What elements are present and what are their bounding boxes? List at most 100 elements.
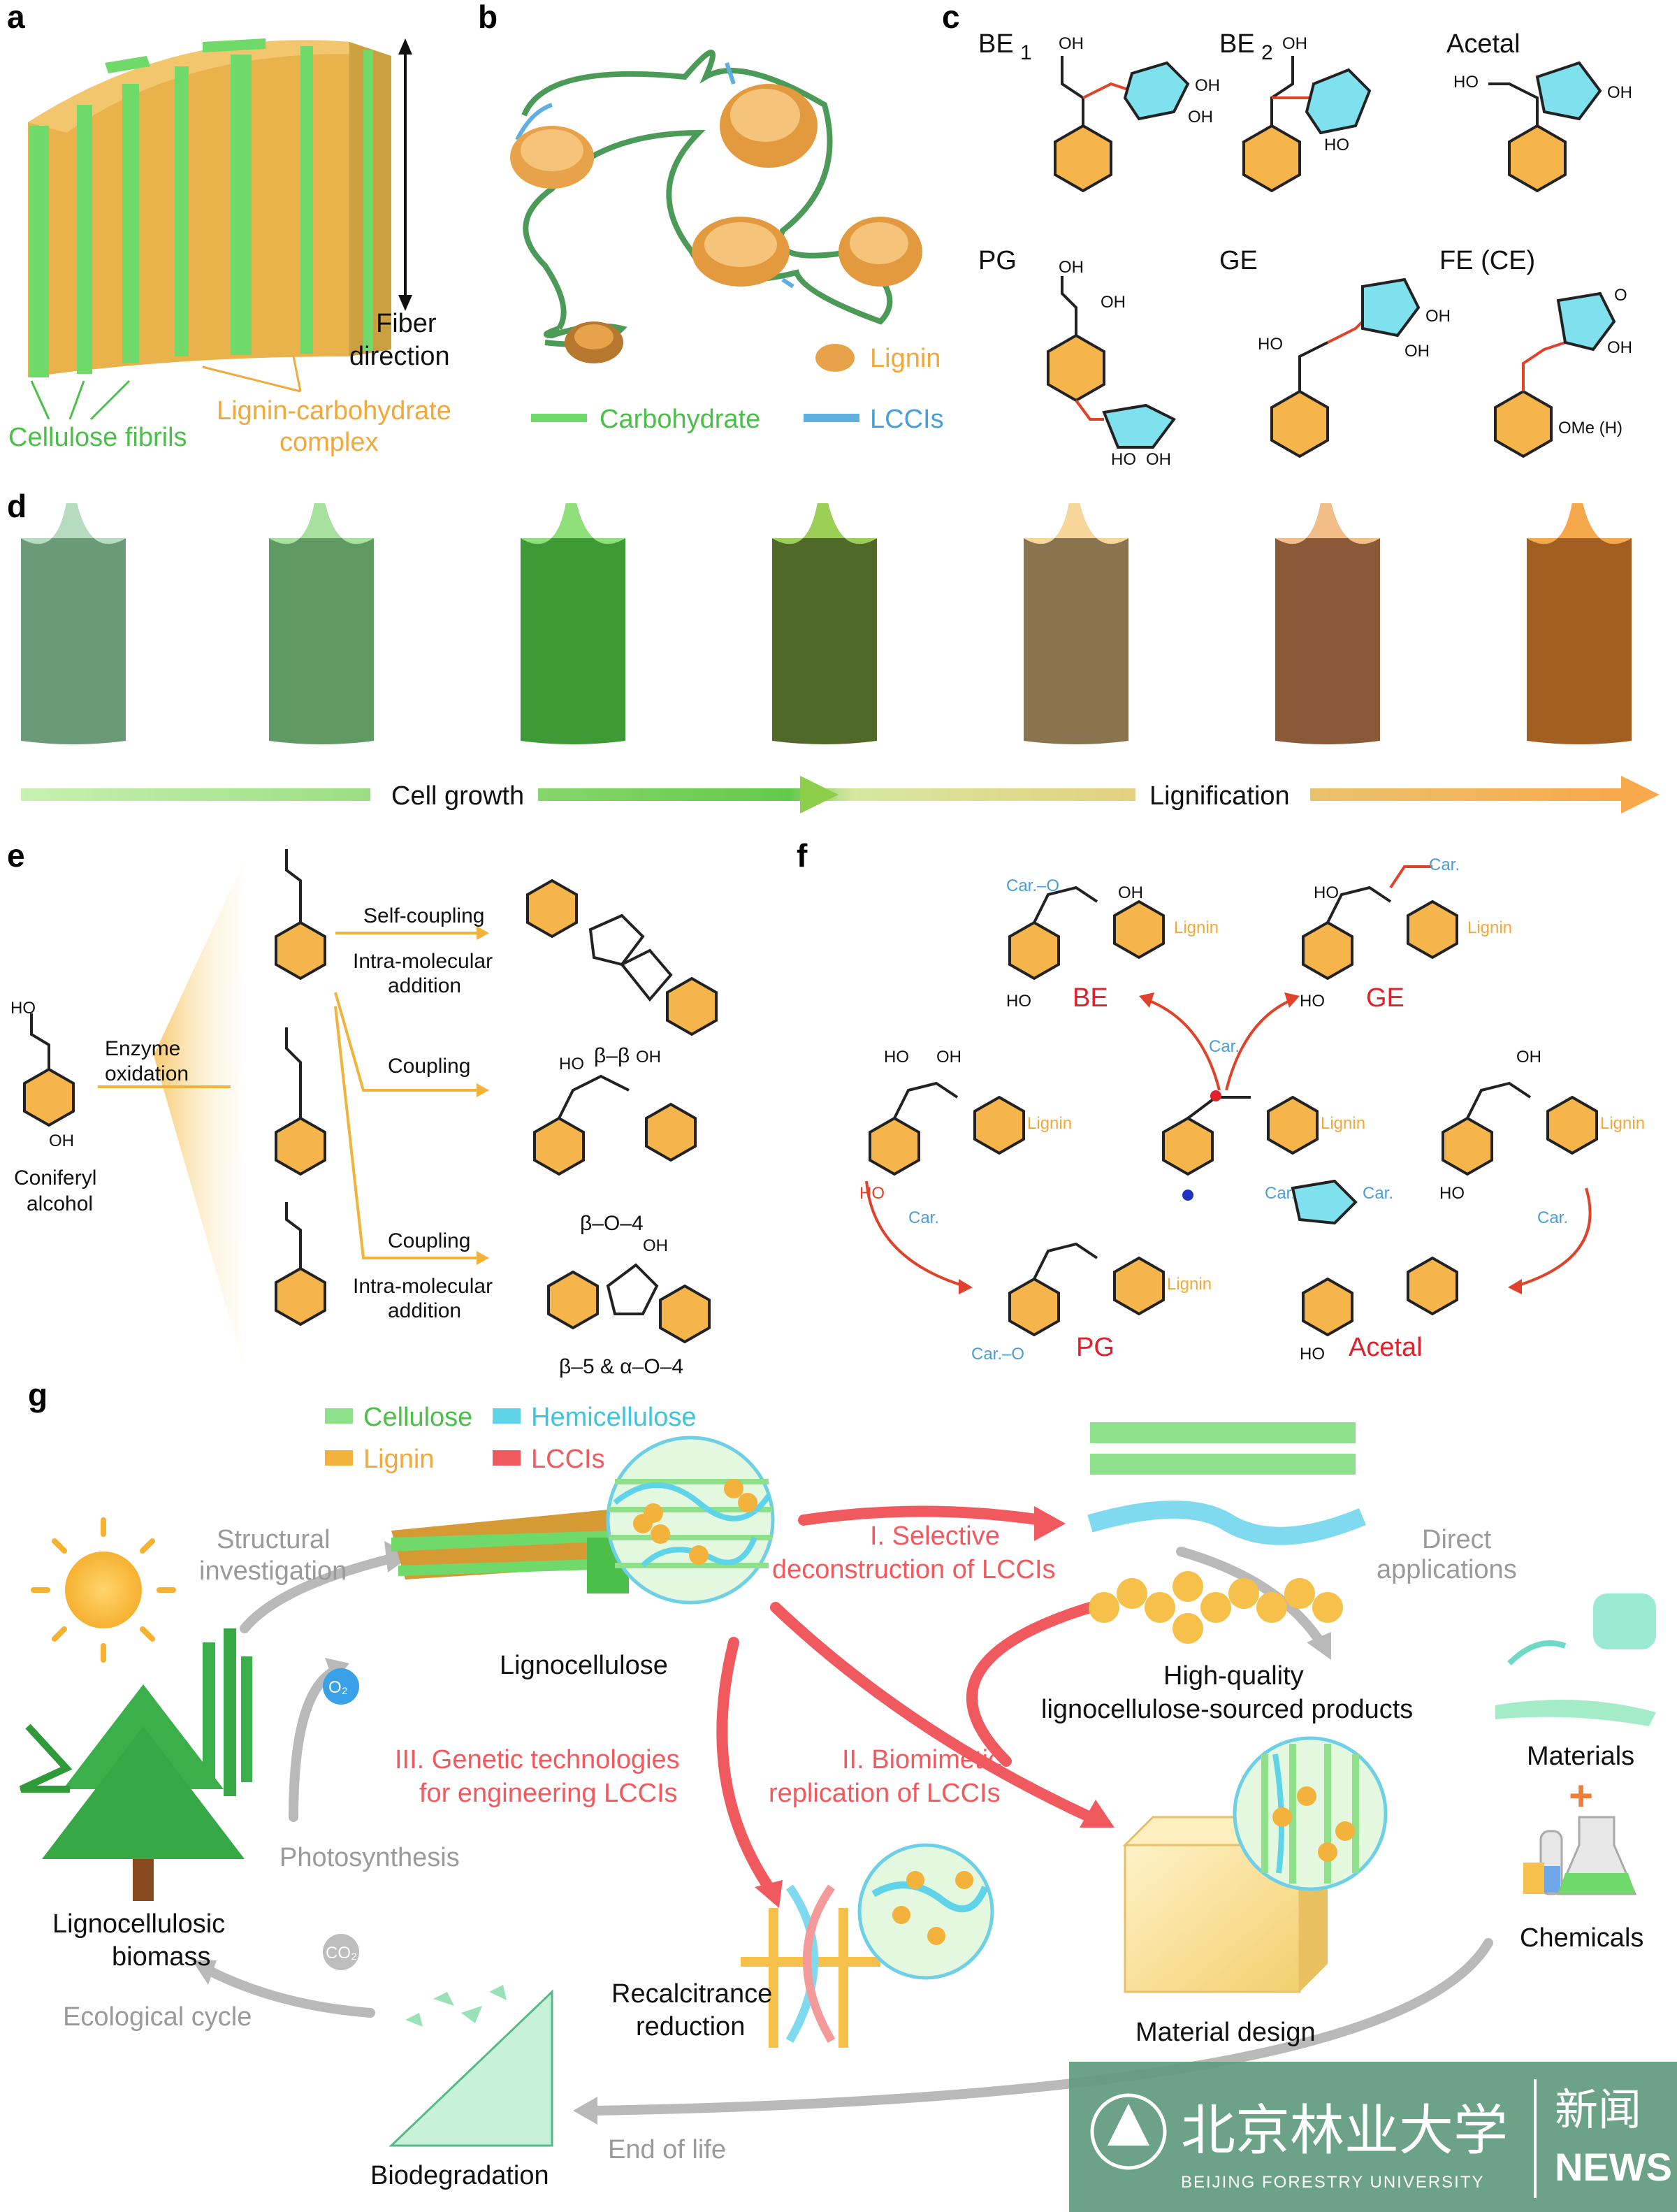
- legend-hemicellulose-label: Hemicellulose: [531, 1403, 697, 1432]
- bb-label: β–β: [594, 1044, 630, 1067]
- panel-f-pg-start: Lignin HO OH HO: [859, 1048, 1072, 1203]
- university-english-name: BEIJING FORESTRY UNIVERSITY: [1181, 2173, 1485, 2192]
- enzyme-label-2: oxidation: [105, 1062, 189, 1085]
- svg-text:OH: OH: [1101, 293, 1126, 312]
- panel-f-ge-label: GE: [1366, 983, 1404, 1013]
- structure-pg: PG OH OH HO OH: [978, 246, 1177, 469]
- svg-text:BE: BE: [978, 29, 1014, 59]
- legend: Cellulose Hemicellulose Lignin LCCIs: [325, 1403, 697, 1474]
- lignocellulose-bundle: [391, 1510, 629, 1593]
- biomass-label-1: Lignocellulosic: [52, 1909, 225, 1939]
- svg-text:OMe (H): OMe (H): [1558, 419, 1622, 438]
- intra-molecular-label-3: Intra-molecular: [353, 1275, 493, 1298]
- legend-cellulose-label: Cellulose: [363, 1403, 472, 1432]
- biodegradation-label: Biodegradation: [370, 2161, 549, 2190]
- arrow-selective-deconstruction: [798, 1505, 1047, 1526]
- genetic-label-1: III. Genetic technologies: [395, 1745, 680, 1774]
- structure-be2: BE 2 OH HO: [1219, 29, 1372, 193]
- hq-products-label-2: lignocellulose-sourced products: [1041, 1695, 1413, 1724]
- svg-text:HO: HO: [1258, 335, 1283, 354]
- cellulose-fibrils-label: Cellulose fibrils: [8, 423, 187, 452]
- svg-text:OH: OH: [1146, 450, 1171, 469]
- svg-text:OH: OH: [1118, 883, 1143, 902]
- material-design-label: Material design: [1135, 2018, 1316, 2047]
- panel-f-acetal-label: Acetal: [1349, 1333, 1423, 1362]
- panel-f-be: Car.–O OH Lignin HO: [1006, 876, 1219, 1011]
- svg-text:HO: HO: [1314, 883, 1339, 902]
- svg-text:HO: HO: [859, 1184, 885, 1203]
- panel-f-quinone-methide: Lignin: [1162, 1090, 1365, 1201]
- watermark-banner: 北京林业大学 新闻 NEWS BEIJING FORESTRY UNIVERSI…: [1069, 2062, 1677, 2212]
- biomass-label-2: biomass: [112, 1942, 211, 1972]
- svg-text:Lignin: Lignin: [1321, 1114, 1365, 1133]
- car-label-top: Car.: [1209, 1037, 1240, 1056]
- svg-text:OH: OH: [643, 1236, 668, 1255]
- radical-structures: [275, 849, 326, 1327]
- svg-text:OH: OH: [1282, 34, 1307, 53]
- arrow-to-ge: [1225, 998, 1293, 1091]
- svg-text:OH: OH: [1516, 1048, 1541, 1067]
- structural-label-1: Structural: [217, 1525, 331, 1554]
- panel-f-ge: Car. HO Lignin HO: [1300, 855, 1512, 1011]
- bo4-label: β–O–4: [580, 1212, 644, 1235]
- panel-f-acetal: Car. Car. HO: [1265, 1179, 1458, 1364]
- lccis-legend-label: LCCIs: [870, 405, 944, 434]
- cell-growth-label: Cell growth: [391, 781, 524, 811]
- svg-text:FE (CE): FE (CE): [1439, 246, 1535, 275]
- structure-acetal: Acetal HO OH: [1446, 29, 1632, 193]
- svg-text:1: 1: [1020, 41, 1032, 64]
- svg-text:BE: BE: [1219, 29, 1255, 59]
- panel-letter-g: g: [28, 1377, 48, 1413]
- svg-text:2: 2: [1261, 41, 1273, 64]
- sun-icon: [65, 1552, 142, 1628]
- coniferyl-label-2: alcohol: [27, 1192, 93, 1215]
- co2-label: CO₂: [326, 1944, 357, 1962]
- o2-icon: [323, 1668, 359, 1705]
- materials-icons: [1495, 1593, 1656, 1726]
- co2-icon: [323, 1934, 359, 1970]
- radical-fan: [154, 860, 245, 1370]
- zoom-circle-content: [609, 1479, 772, 1568]
- news-english: NEWS: [1555, 2145, 1672, 2189]
- svg-text:GE: GE: [1219, 246, 1258, 275]
- lignin-product: [1089, 1571, 1343, 1644]
- panel-f-be-label: BE: [1073, 983, 1108, 1013]
- svg-text:OH: OH: [1607, 83, 1632, 102]
- beta-beta-structure: [526, 879, 718, 1036]
- dna-lattice-icon: [741, 1884, 880, 2048]
- chemicals-label: Chemicals: [1520, 1923, 1643, 1953]
- panel-letter-a: a: [7, 0, 25, 35]
- intra-molecular-label-1: Intra-molecular: [353, 950, 493, 973]
- materials-label: Materials: [1527, 1742, 1634, 1771]
- carbohydrate-legend-swatch: [531, 414, 587, 422]
- arrow-to-be: [1145, 998, 1221, 1091]
- svg-text:PG: PG: [978, 246, 1017, 275]
- o2-label: O₂: [328, 1678, 348, 1697]
- arrow-genetic: [716, 1637, 774, 1893]
- fiber-direction-label-1: Fiber: [376, 309, 437, 338]
- trees-icon: [19, 1628, 252, 1901]
- biomimetic-label-1: II. Biomimetic: [842, 1745, 1001, 1774]
- svg-text:HO: HO: [1453, 73, 1479, 92]
- plus-sign: +: [1569, 1772, 1593, 1819]
- recalcitrance-label-2: reduction: [636, 2012, 745, 2041]
- structure-fe: FE (CE) O OH OMe (H): [1439, 246, 1632, 458]
- coniferyl-alcohol-structure: HO OH: [10, 999, 75, 1150]
- svg-text:HO: HO: [1439, 1184, 1465, 1203]
- carbohydrate-legend-label: Carbohydrate: [600, 405, 760, 434]
- svg-text:Car.–O: Car.–O: [1006, 876, 1059, 895]
- intra-molecular-label-2: addition: [388, 974, 461, 997]
- coupling-label-2: Coupling: [388, 1229, 470, 1252]
- enzyme-label-1: Enzyme: [105, 1037, 180, 1060]
- panel-letter-b: b: [478, 0, 498, 35]
- selective-label-1: I. Selective: [870, 1521, 1000, 1551]
- cell-wall-block: [28, 38, 391, 377]
- svg-text:HO: HO: [1006, 992, 1031, 1011]
- biodegradation-icon: [389, 1985, 553, 2147]
- lccis-legend-swatch: [804, 414, 859, 422]
- svg-text:HO: HO: [1324, 136, 1349, 154]
- svg-text:Lignin: Lignin: [1467, 918, 1512, 937]
- biomimetic-label-2: replication of LCCIs: [769, 1779, 1001, 1808]
- recalcitrance-label-1: Recalcitrance: [611, 1979, 772, 2009]
